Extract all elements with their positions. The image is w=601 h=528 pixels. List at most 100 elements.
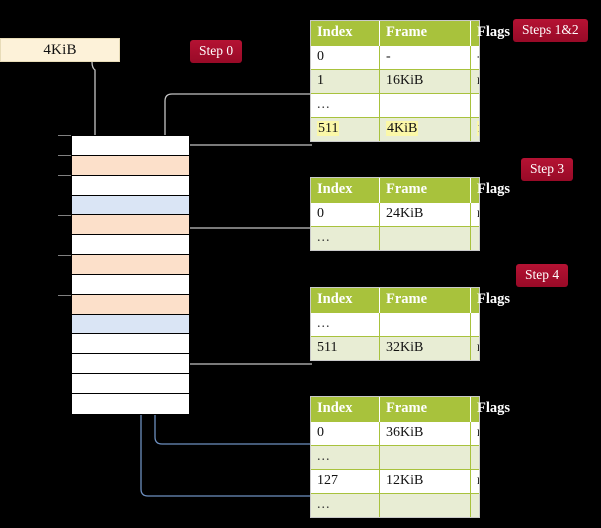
cell-flags: r/w <box>470 201 479 227</box>
cell-index: 1 <box>311 68 380 94</box>
cell-frame <box>379 444 471 470</box>
cell-flags <box>470 311 479 337</box>
cell-index: 0 <box>311 420 380 446</box>
memory-tick <box>58 255 71 256</box>
wire-step4-up <box>172 312 312 365</box>
table-row: ... <box>311 444 479 470</box>
cell-flags: r/w <box>470 335 479 360</box>
memory-frame-row <box>72 195 189 216</box>
cell-frame: 16KiB <box>379 68 471 94</box>
physical-memory-frames <box>71 135 190 415</box>
badge-steps-1-and-2: Steps 1&2 <box>513 19 588 42</box>
cell-flags <box>470 225 479 250</box>
column-header-frame: Frame <box>379 288 471 313</box>
memory-tick <box>58 295 71 296</box>
memory-frame-row <box>72 334 189 355</box>
table-row: ... <box>311 92 479 118</box>
table-row: ... <box>311 492 479 517</box>
cell-frame: 36KiB <box>379 420 471 446</box>
table-row: ... <box>311 225 479 250</box>
cell-index: 127 <box>311 468 380 494</box>
memory-frame-row <box>72 175 189 196</box>
table-row: 12712KiBr <box>311 468 479 494</box>
column-header-index: Index <box>311 397 380 422</box>
column-header-index: Index <box>311 21 380 46</box>
cell-index: 511 <box>311 335 380 360</box>
memory-frame-row <box>72 393 189 414</box>
table-row: 024KiBr/w <box>311 201 479 227</box>
memory-frame-row <box>72 294 189 315</box>
cell-frame: - <box>379 44 471 70</box>
wire-resolve-b <box>134 208 312 497</box>
memory-frame-row <box>72 215 189 236</box>
badge-step-4-label: Step 4 <box>525 267 560 282</box>
column-header-frame: Frame <box>379 178 471 203</box>
table-row: 0-- <box>311 44 479 70</box>
column-header-index: Index <box>311 288 380 313</box>
page-table-level-4: IndexFrameFlags036KiBr/w...12712KiBr... <box>310 396 510 518</box>
cell-frame: 12KiB <box>379 468 471 494</box>
badge-step-4: Step 4 <box>516 264 569 287</box>
cell-index: ... <box>311 444 380 470</box>
memory-tick <box>58 215 71 216</box>
cell-frame <box>379 225 471 250</box>
column-header-flags: Flags <box>470 178 510 203</box>
cell-flags <box>470 92 479 118</box>
column-header-index: Index <box>311 178 380 203</box>
cell-index: 511 <box>311 116 380 141</box>
badge-step-0-label: Step 0 <box>199 43 234 58</box>
wire-steps12-down <box>164 93 312 254</box>
cell-frame: 24KiB <box>379 201 471 227</box>
cell-index: ... <box>311 225 380 250</box>
memory-frame-row <box>72 314 189 335</box>
memory-tick <box>58 155 71 156</box>
column-header-flags: Flags <box>470 288 510 313</box>
cell-flags: r/w <box>470 420 479 446</box>
cell-frame <box>379 311 471 337</box>
memory-frame-row <box>72 136 189 156</box>
badge-step-0: Step 0 <box>190 40 243 63</box>
cell-index: ... <box>311 311 380 337</box>
wire-step3-down <box>178 227 312 257</box>
memory-frame-row <box>72 374 189 394</box>
wire-step0 <box>91 61 102 155</box>
cell-frame <box>379 92 471 118</box>
badge-step-3-label: Step 3 <box>530 161 565 176</box>
cell-index: ... <box>311 492 380 517</box>
table-row: ... <box>311 311 479 337</box>
memory-frame-row <box>72 255 189 275</box>
memory-frame-row <box>72 155 189 176</box>
table-row: 116KiBr/w <box>311 68 479 94</box>
cell-flags: - <box>470 44 479 70</box>
virtual-address-box: 4KiB <box>0 38 120 62</box>
column-header-frame: Frame <box>379 397 471 422</box>
cell-frame: 4KiB <box>379 116 471 141</box>
cell-index: 0 <box>311 44 380 70</box>
cell-index: 0 <box>311 201 380 227</box>
wire-steps12-frame <box>175 144 312 162</box>
memory-frame-row <box>72 274 189 295</box>
cell-flags: r/w <box>470 116 479 141</box>
cell-flags <box>470 444 479 470</box>
page-table-level-2: IndexFrameFlags024KiBr/w... <box>310 177 510 251</box>
memory-frame-row <box>72 354 189 375</box>
wire-resolve-a <box>148 328 312 445</box>
cell-index: ... <box>311 92 380 118</box>
column-header-flags: Flags <box>470 397 510 422</box>
cell-flags: r <box>470 468 479 494</box>
table-row: 51132KiBr/w <box>311 335 479 360</box>
memory-frame-row <box>72 235 189 256</box>
table-row: 036KiBr/w <box>311 420 479 446</box>
cell-flags <box>470 492 479 517</box>
column-header-frame: Frame <box>379 21 471 46</box>
badge-steps-1-and-2-label: Steps 1&2 <box>522 22 579 37</box>
column-header-flags: Flags <box>470 21 510 46</box>
badge-step-3: Step 3 <box>521 158 574 181</box>
